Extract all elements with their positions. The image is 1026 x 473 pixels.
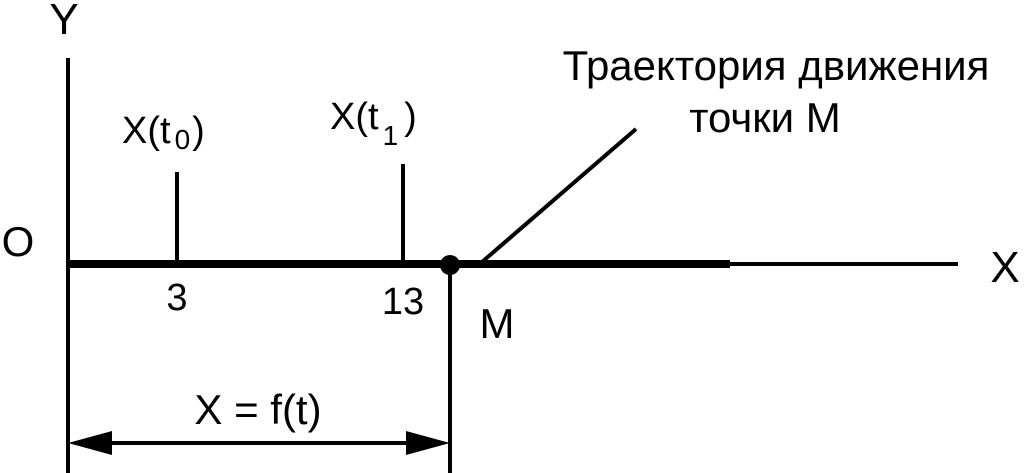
origin-label: O: [2, 218, 35, 265]
dimension-arrow-right-head: [406, 431, 450, 455]
dimension-arrow-left-head: [68, 431, 112, 455]
marker-t1-close: ): [404, 96, 417, 138]
marker-t0-subscript: 0: [175, 124, 191, 155]
trajectory-caption-line1: Траектория движения: [563, 42, 990, 89]
marker-t1-base: X(t: [330, 96, 379, 138]
x-axis-label: X: [990, 243, 1019, 292]
dimension-label: X = f(t): [194, 386, 321, 433]
tick-value-3: 3: [166, 277, 187, 319]
marker-t0-close: ): [192, 110, 205, 152]
y-axis-label: Y: [49, 0, 78, 44]
trajectory-leader-line: [480, 127, 638, 264]
point-m-label: M: [480, 300, 515, 347]
trajectory-caption-line2: точки М: [689, 94, 841, 141]
tick-value-13: 13: [382, 281, 424, 323]
marker-t0-base: X(t: [122, 110, 171, 152]
marker-t1-subscript: 1: [383, 120, 399, 151]
